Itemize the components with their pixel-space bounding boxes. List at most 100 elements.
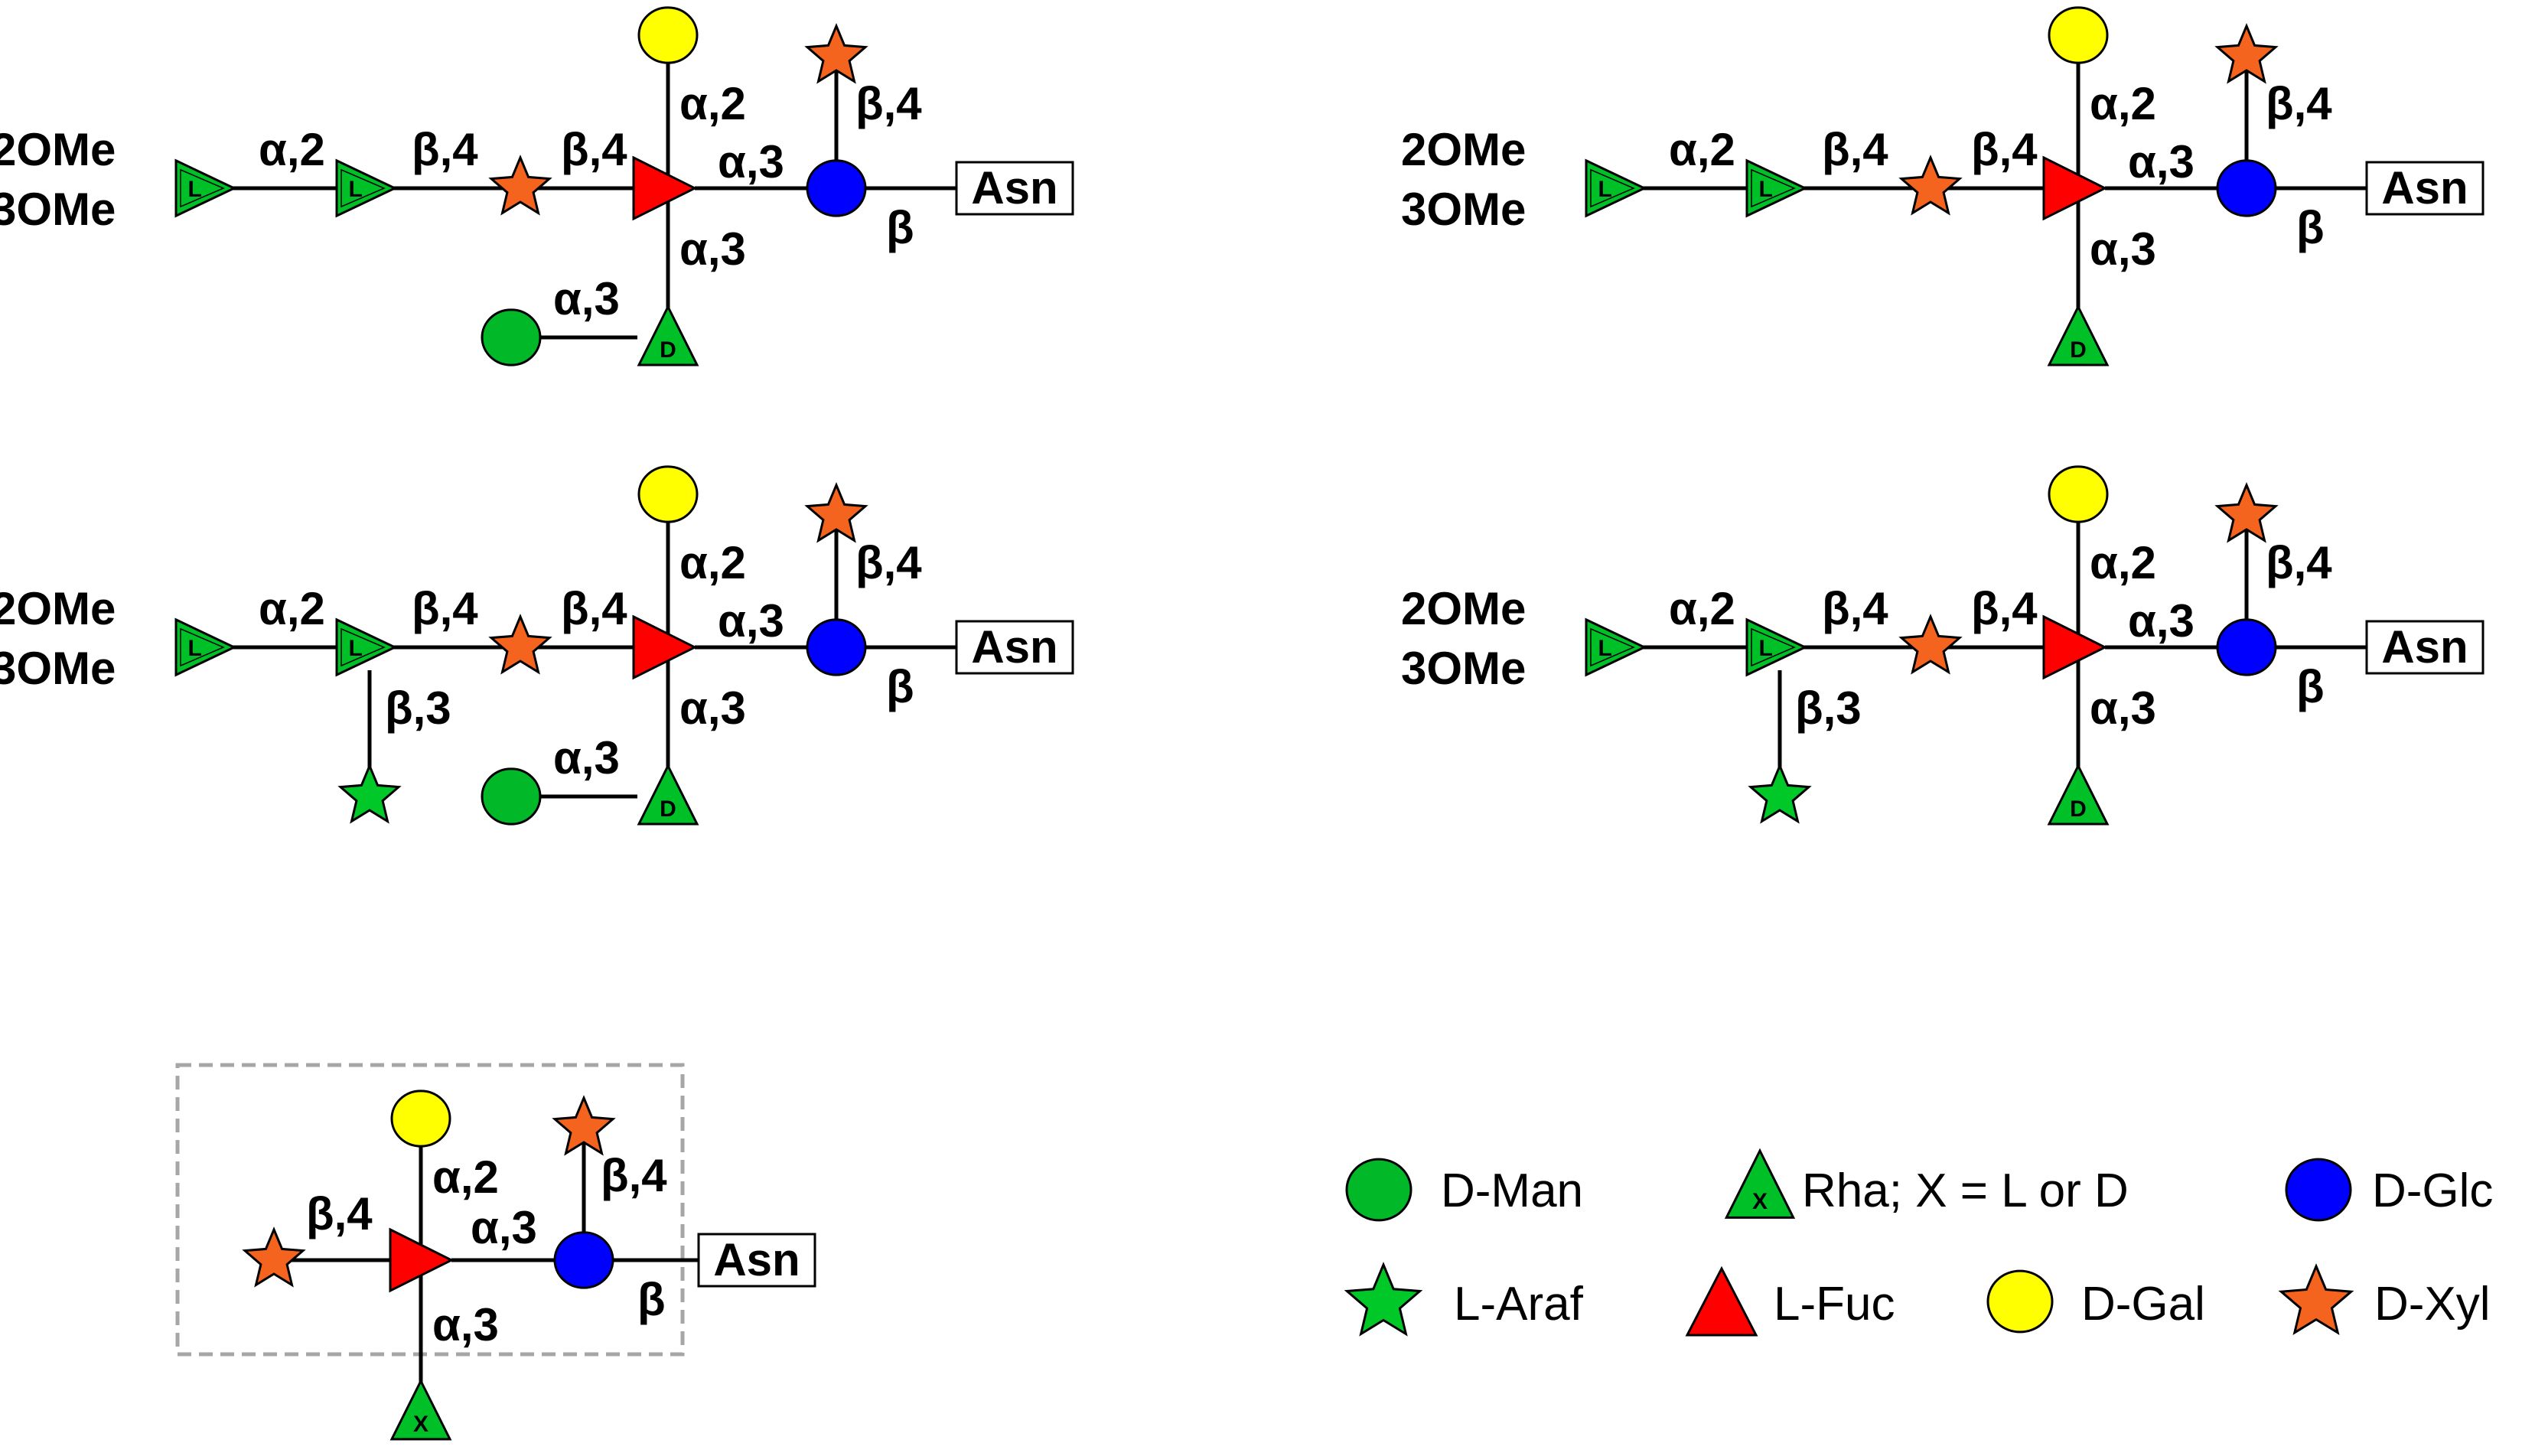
rha-d-bottom-shape bbox=[637, 304, 699, 366]
legend-gal-label: D-Gal bbox=[2081, 1278, 2205, 1331]
glc-core bbox=[2216, 159, 2277, 217]
rha-l-terminal: L bbox=[1585, 158, 1647, 218]
legend-glc-label: D-Glc bbox=[2372, 1164, 2493, 1217]
asn-label: Asn bbox=[971, 162, 1057, 213]
rha-l-internal-inner bbox=[340, 627, 386, 667]
ome3-label: 3OMe bbox=[0, 184, 116, 235]
rha-l-internal-letter: L bbox=[1759, 636, 1773, 661]
ome2-label: 2OMe bbox=[1401, 583, 1526, 634]
ome3-label: 3OMe bbox=[0, 643, 116, 694]
rha-l-terminal-inner bbox=[1590, 168, 1635, 208]
rha-d-bottom-letter: D bbox=[2070, 796, 2087, 822]
ara-terminal bbox=[1748, 763, 1812, 824]
label-alpha3: α,3 bbox=[553, 273, 620, 324]
xyl-backbone bbox=[488, 155, 552, 216]
ome3-label: 3OMe bbox=[1401, 643, 1526, 694]
rha-l-terminal-inner bbox=[1590, 627, 1635, 667]
legend-rha-label: Rha; X = L or D bbox=[1802, 1164, 2129, 1217]
legend-man-label: D-Man bbox=[1441, 1164, 1583, 1217]
legend-ara-label: L-Araf bbox=[1454, 1278, 1584, 1331]
rha-d-bottom: D bbox=[637, 763, 699, 826]
xyl-top bbox=[2214, 482, 2279, 543]
man-terminal bbox=[481, 767, 542, 826]
label-alpha3: α,3 bbox=[679, 223, 746, 275]
asn-box-rect bbox=[955, 161, 1074, 216]
label-beta4: β,4 bbox=[1971, 124, 2038, 175]
asn-label: Asn bbox=[971, 621, 1057, 673]
rha-l-internal-shape bbox=[1745, 617, 1808, 677]
label-alpha2: α,2 bbox=[259, 583, 325, 634]
legend-xyl-star bbox=[2278, 1263, 2354, 1335]
label-alpha3: α,3 bbox=[718, 136, 784, 187]
label-beta4: β,4 bbox=[561, 583, 627, 634]
label-beta: β bbox=[886, 661, 914, 712]
rha-l-terminal-shape bbox=[174, 158, 237, 218]
rha-d-bottom-letter: D bbox=[660, 796, 676, 822]
rha-l-terminal-letter: L bbox=[1598, 636, 1612, 661]
label-alpha3: α,3 bbox=[553, 732, 620, 783]
label-alpha3: α,3 bbox=[2128, 136, 2195, 187]
legend-fuc-triangle bbox=[1685, 1265, 1758, 1337]
xyl-top bbox=[804, 482, 868, 543]
xyl-backbone bbox=[1898, 614, 1963, 675]
rha-l-terminal-letter: L bbox=[1598, 177, 1612, 202]
rha-l-terminal-inner bbox=[180, 627, 225, 667]
rha-x-bottom-letter: X bbox=[413, 1412, 428, 1437]
label-beta4: β,4 bbox=[412, 583, 478, 634]
ome2-label: 2OMe bbox=[0, 583, 116, 634]
fuc-core bbox=[2042, 155, 2108, 221]
label-beta3: β,3 bbox=[1795, 682, 1862, 734]
fuc-core bbox=[632, 614, 698, 680]
label-beta4: β,4 bbox=[2266, 78, 2332, 129]
label-beta4: β,4 bbox=[855, 537, 922, 588]
label-alpha2: α,2 bbox=[679, 78, 746, 129]
rha-l-terminal-shape bbox=[1585, 617, 1647, 677]
legend-rha-triangle-letter: X bbox=[1752, 1189, 1768, 1214]
legend-xyl-label: D-Xyl bbox=[2374, 1278, 2491, 1331]
gal-top bbox=[2048, 6, 2109, 64]
rha-l-internal-letter: L bbox=[1759, 177, 1773, 202]
rha-d-bottom-shape bbox=[2047, 304, 2110, 366]
rha-d-bottom-letter: D bbox=[2070, 337, 2087, 363]
rha-l-terminal-letter: L bbox=[188, 177, 202, 202]
label-beta: β bbox=[2296, 661, 2325, 712]
asn-box-rect bbox=[2365, 161, 2484, 216]
rha-d-bottom: D bbox=[2047, 763, 2110, 826]
label-beta4: β,4 bbox=[855, 78, 922, 129]
label-alpha2: α,2 bbox=[679, 537, 746, 588]
label-beta: β bbox=[2296, 202, 2325, 253]
legend-gal-circle bbox=[1986, 1269, 2054, 1334]
rha-l-internal-letter: L bbox=[349, 636, 363, 661]
asn-box: Asn bbox=[955, 161, 1074, 216]
rha-l-terminal-inner bbox=[180, 168, 225, 208]
rha-d-bottom: D bbox=[637, 304, 699, 366]
ome2-label: 2OMe bbox=[1401, 124, 1526, 175]
label-beta4: β,4 bbox=[1971, 583, 2038, 634]
label-alpha2: α,2 bbox=[1669, 583, 1735, 634]
man-terminal bbox=[481, 308, 542, 366]
rha-l-internal-inner bbox=[1751, 168, 1796, 208]
rha-x-bottom-shape bbox=[389, 1378, 452, 1441]
legend-fuc-label: L-Fuc bbox=[1774, 1278, 1895, 1331]
asn-box-rect bbox=[697, 1233, 816, 1288]
label-alpha2: α,2 bbox=[2090, 78, 2156, 129]
label-alpha2: α,2 bbox=[2090, 537, 2156, 588]
xyl-left bbox=[242, 1226, 306, 1288]
rha-l-internal: L bbox=[1745, 158, 1808, 218]
rha-l-internal-inner bbox=[340, 168, 386, 208]
rha-d-bottom: D bbox=[2047, 304, 2110, 366]
label-alpha2: α,2 bbox=[259, 124, 325, 175]
glc-core bbox=[553, 1231, 614, 1289]
legend-rha-triangle: X bbox=[1724, 1148, 1796, 1219]
asn-label: Asn bbox=[713, 1234, 800, 1285]
label-alpha3: α,3 bbox=[2090, 223, 2156, 275]
fuc-core bbox=[2042, 614, 2108, 680]
fuc-core bbox=[632, 155, 698, 221]
rha-d-bottom-letter: D bbox=[660, 337, 676, 363]
xyl-backbone bbox=[488, 614, 552, 675]
